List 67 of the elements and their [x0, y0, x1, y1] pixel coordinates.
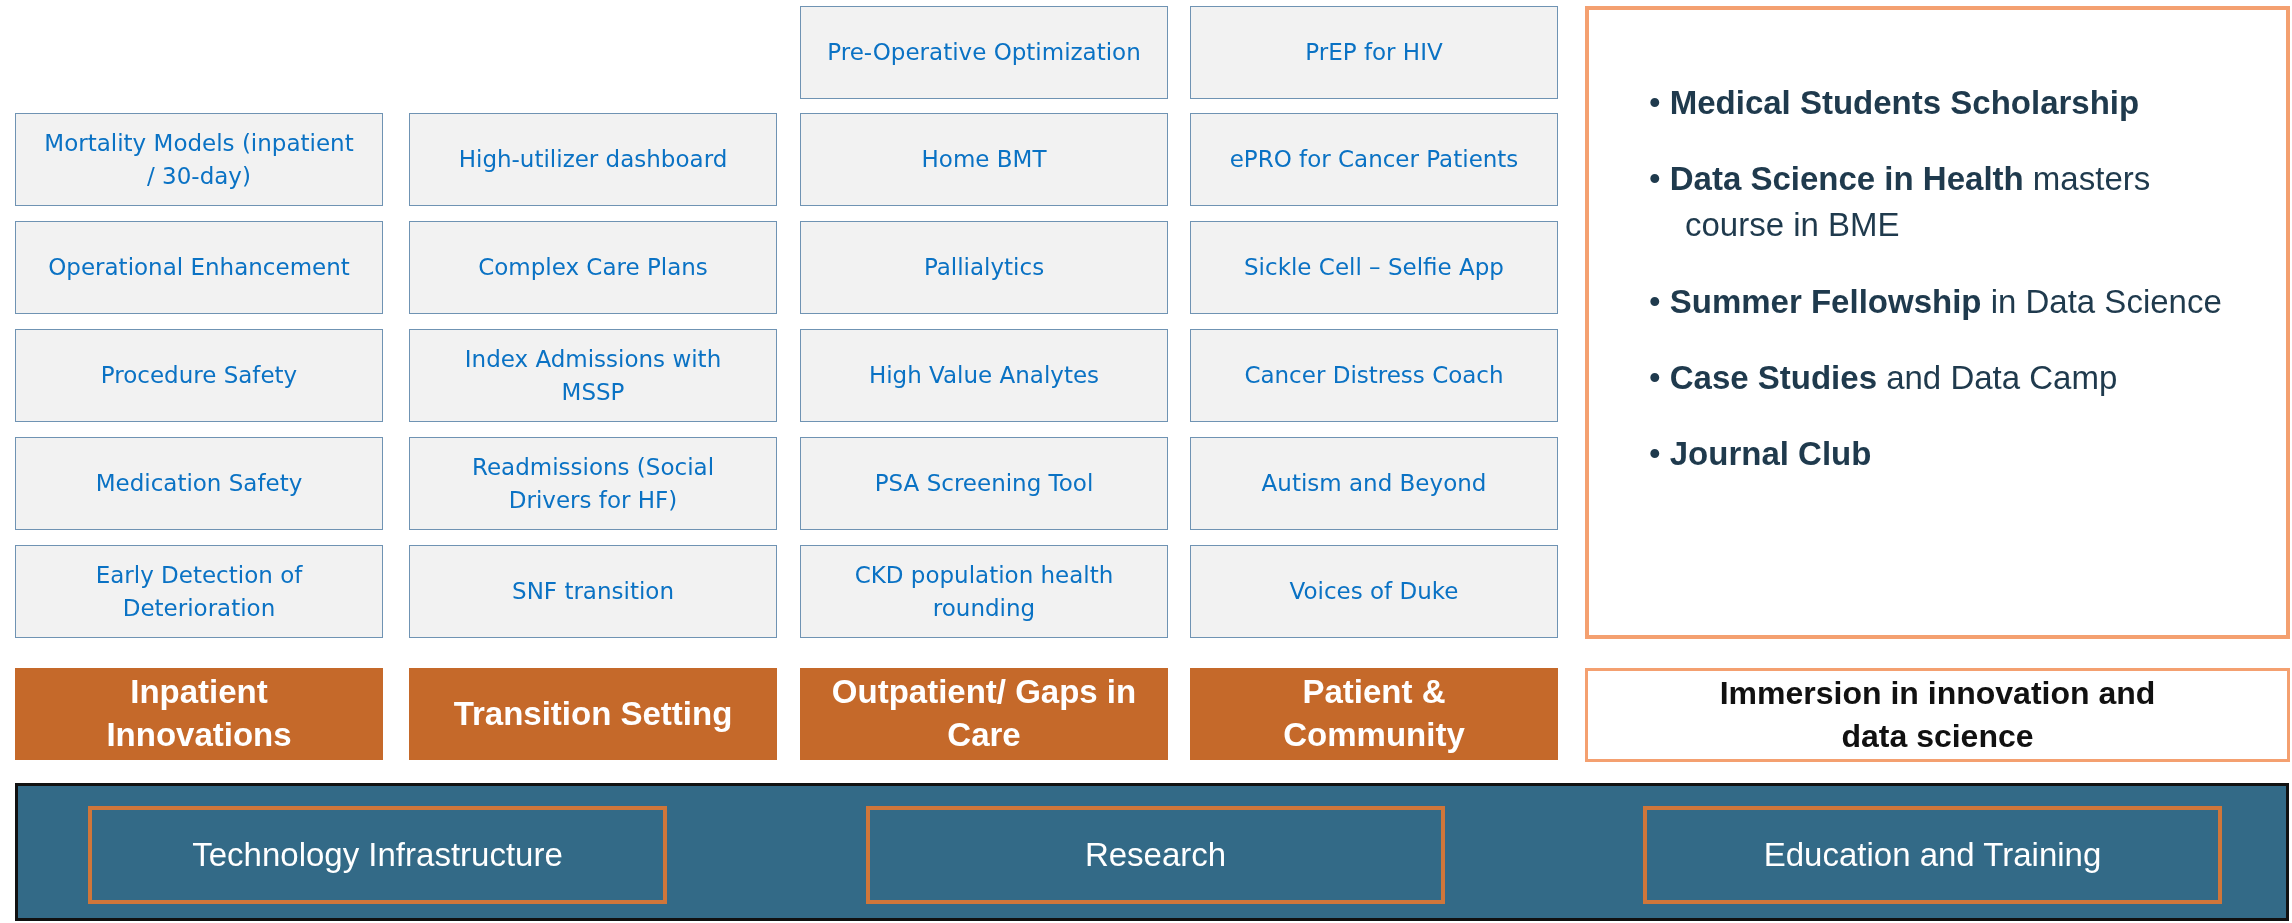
project-name: Operational Enhancement — [47, 253, 351, 283]
project-name: Autism and Beyond — [1260, 469, 1488, 499]
project-card — [15, 221, 383, 314]
project-name: Voices of Duke — [1288, 577, 1460, 607]
project-name: Early Detection of Deterioration — [94, 561, 304, 623]
project-name: Procedure Safety — [99, 361, 299, 391]
category-title: Outpatient/ Gaps in Care — [830, 672, 1138, 755]
project-name: PSA Screening Tool — [873, 469, 1095, 499]
project-name: Pallialytics — [922, 253, 1046, 283]
list-item: • Journal Club — [1649, 433, 1873, 474]
pillar-box — [88, 806, 667, 904]
project-card — [800, 6, 1168, 99]
project-name: Pre-Operative Optimization — [826, 38, 1142, 68]
category-banner — [409, 668, 777, 760]
project-card — [800, 329, 1168, 422]
pillar-label: Education and Training — [1763, 836, 2102, 874]
project-name: Home BMT — [920, 145, 1048, 175]
list-item: • Data Science in Health masters course in BME — [1649, 159, 2152, 246]
category-banner — [800, 668, 1168, 760]
project-name: Complex Care Plans — [477, 253, 709, 283]
list-item: • Summer Fellowship in Data Science — [1649, 281, 2223, 322]
project-name: SNF transition — [511, 577, 675, 607]
project-card — [1190, 545, 1558, 638]
project-name: CKD population health rounding — [853, 561, 1115, 623]
foundation-band — [15, 783, 2289, 921]
list-item: • Case Studies and Data Camp — [1649, 357, 2119, 398]
project-card — [800, 437, 1168, 530]
pillar-label: Research — [1084, 836, 1227, 874]
program-panel — [1585, 6, 2290, 639]
project-card — [409, 113, 777, 206]
list-item: • Medical Students Scholarship — [1649, 83, 2141, 123]
project-name: Medication Safety — [94, 469, 304, 499]
project-card — [800, 545, 1168, 638]
project-card — [1190, 329, 1558, 422]
project-name: Readmissions (Social Drivers for HF) — [470, 453, 716, 515]
category-title: Transition Setting — [452, 693, 734, 734]
project-card — [1190, 6, 1558, 99]
project-card — [1190, 113, 1558, 206]
project-card — [15, 437, 383, 530]
category-title: Immersion in innovation and data science — [1718, 673, 2157, 756]
project-card — [15, 113, 383, 206]
pillar-box — [1643, 806, 2222, 904]
project-card — [800, 113, 1168, 206]
category-banner — [1585, 668, 2290, 762]
project-card — [409, 437, 777, 530]
project-name: Index Admissions with MSSP — [463, 345, 723, 407]
pillar-box — [866, 806, 1445, 904]
category-title: Inpatient Innovations — [105, 672, 293, 755]
project-name: Cancer Distress Coach — [1243, 361, 1505, 391]
project-name: ePRO for Cancer Patients — [1228, 145, 1520, 175]
category-banner — [15, 668, 383, 760]
project-name: Mortality Models (inpatient / 30-day) — [43, 129, 355, 191]
pillar-label: Technology Infrastructure — [192, 836, 563, 874]
project-name: High Value Analytes — [867, 361, 1101, 391]
category-title: Patient & Community — [1282, 672, 1466, 755]
project-name: PrEP for HIV — [1304, 38, 1444, 68]
project-card — [1190, 221, 1558, 314]
project-card — [15, 329, 383, 422]
project-name: Sickle Cell – Selfie App — [1243, 253, 1505, 283]
project-card — [800, 221, 1168, 314]
project-card — [409, 545, 777, 638]
project-card — [1190, 437, 1558, 530]
project-name: High-utilizer dashboard — [457, 145, 729, 175]
project-card — [15, 545, 383, 638]
project-card — [409, 221, 777, 314]
project-card — [409, 329, 777, 422]
category-banner — [1190, 668, 1558, 760]
